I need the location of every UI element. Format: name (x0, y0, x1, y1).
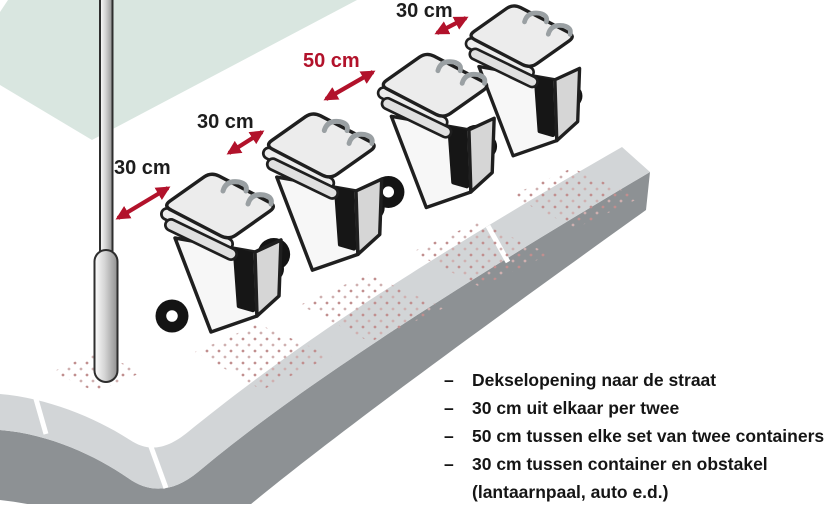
list-item-text: Dekselopening naar de straat (472, 370, 717, 390)
list-item: – 30 cm tussen container en obstakel (444, 450, 824, 478)
distance-label-set: 50 cm (303, 50, 360, 72)
list-item: – 30 cm uit elkaar per twee (444, 394, 824, 422)
lamppost-base (93, 249, 119, 383)
distance-arrow-pole (115, 186, 171, 220)
distance-arrow-pair-right (434, 16, 469, 35)
list-item-text: 30 cm uit elkaar per twee (472, 398, 680, 418)
waste-container-3 (372, 54, 497, 208)
distance-arrows (115, 16, 469, 220)
lamppost-pole (99, 0, 114, 258)
list-bullet: – (444, 426, 454, 446)
list-item: – 50 cm tussen elke set van twee contain… (444, 422, 824, 450)
distance-label-pole: 30 cm (114, 157, 171, 179)
curb-seam (147, 443, 169, 489)
list-item-text: 50 cm tussen elke set van twee container… (472, 426, 825, 446)
grass-area (0, 0, 357, 140)
curb-seam (31, 391, 49, 435)
distance-arrow-set (323, 70, 376, 101)
list-bullet: – (444, 454, 454, 474)
distance-label-pair-left: 30 cm (197, 111, 254, 133)
curb-face (0, 172, 650, 504)
list-bullet (444, 478, 472, 506)
lamppost (93, 0, 119, 383)
waste-container-1 (156, 174, 285, 332)
list-item: (lantaarnpaal, auto e.d.) (444, 478, 824, 506)
list-bullet: – (444, 398, 454, 418)
distance-label-pair-right: 30 cm (396, 0, 453, 22)
instructions-list: – Dekselopening naar de straat – 30 cm u… (444, 366, 824, 506)
list-item-text: 30 cm tussen container en obstakel (472, 454, 768, 474)
list-bullet: – (444, 370, 454, 390)
list-item: – Dekselopening naar de straat (444, 366, 824, 394)
distance-arrow-pair-left (226, 130, 265, 155)
list-item-text: (lantaarnpaal, auto e.d.) (472, 482, 669, 502)
